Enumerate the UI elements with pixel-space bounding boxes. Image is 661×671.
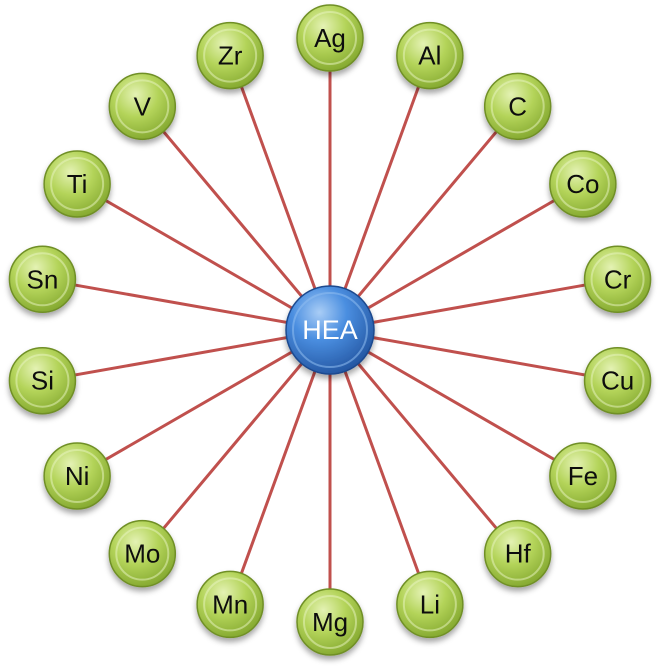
element-node-circle [583,245,652,314]
element-node-circle [196,21,264,90]
element-node-ring [115,526,170,581]
spoke-v [140,104,332,332]
element-node-ring [490,526,545,581]
element-label-zr: Zr [218,41,243,71]
element-label-cr: Cr [604,264,632,294]
element-label-mg: Mg [312,607,348,637]
element-node-circle [583,346,652,415]
hub-label: HEA [302,315,358,345]
element-node-ring [555,157,610,211]
element-node-ring [15,353,70,408]
element-label-hf: Hf [505,539,532,569]
element-label-ni: Ni [65,461,90,491]
element-node-circle [43,442,111,510]
element-node-al: Al [396,21,464,90]
element-label-sn: Sn [27,264,59,294]
element-node-circle [108,72,177,141]
element-label-ag: Ag [314,23,346,53]
element-node-c: C [483,72,552,141]
element-node-zr: Zr [196,21,264,90]
element-label-v: V [134,91,152,121]
element-node-ring [590,353,645,408]
element-node-v: V [108,72,177,141]
element-node-circle [296,4,364,72]
element-node-cr: Cr [583,245,652,314]
spoke-zr [228,54,332,332]
spoke-cr [328,277,620,332]
spoke-hf [328,328,520,556]
element-node-cu: Cu [583,346,652,415]
element-node-ring [590,252,645,307]
spoke-si [40,328,332,383]
element-node-mo: Mo [108,519,177,588]
spoke-c [328,104,520,332]
element-node-ring [15,252,70,307]
element-node-ring [50,157,105,211]
element-node-li: Li [396,570,464,639]
element-node-circle [483,72,552,141]
element-node-mg: Mg [296,588,364,656]
element-node-hf: Hf [483,519,552,588]
spoke-cu [328,328,620,383]
spoke-mn [228,328,332,606]
element-node-circle [483,519,552,588]
element-node-ni: Ni [43,442,111,510]
element-node-ti: Ti [43,150,111,218]
element-node-ring [50,449,105,503]
element-node-co: Co [549,150,617,218]
element-label-fe: Fe [568,461,598,491]
spoke-ni [75,328,332,478]
element-node-ring [402,28,457,83]
element-node-circle [396,570,464,639]
spoke-sn [40,277,332,332]
element-node-mn: Mn [196,570,264,639]
element-node-circle [396,21,464,90]
element-node-circle [549,442,617,510]
spoke-fe [328,328,585,478]
element-node-ring [115,79,170,134]
element-node-ring [203,577,258,632]
element-node-circle [43,150,111,218]
spoke-al [328,54,432,332]
element-node-circle [8,346,77,415]
element-node-circle [549,150,617,218]
element-label-mn: Mn [212,589,248,619]
element-node-ag: Ag [296,4,364,72]
element-label-al: Al [418,41,441,71]
element-label-si: Si [31,366,54,396]
spoke-mo [140,328,332,556]
element-label-cu: Cu [601,366,634,396]
element-node-si: Si [8,346,77,415]
element-node-ring [402,577,457,632]
element-node-ring [490,79,545,134]
spoke-co [328,182,585,332]
element-label-li: Li [420,589,440,619]
spoke-ti [75,182,332,332]
element-node-ring [303,595,357,649]
element-label-c: C [508,91,527,121]
element-node-ring [203,28,258,83]
element-label-ti: Ti [67,169,88,199]
element-node-circle [296,588,364,656]
element-node-fe: Fe [549,442,617,510]
spoke-li [328,328,432,606]
spokes-layer [40,36,620,624]
element-node-ring [303,11,357,65]
element-label-co: Co [566,169,599,199]
element-node-ring [555,449,610,503]
element-label-mo: Mo [124,539,160,569]
element-node-circle [196,570,264,639]
element-node-circle [8,245,77,314]
element-node-sn: Sn [8,245,77,314]
hea-hub-node: HEA [285,285,375,375]
element-node-circle [108,519,177,588]
